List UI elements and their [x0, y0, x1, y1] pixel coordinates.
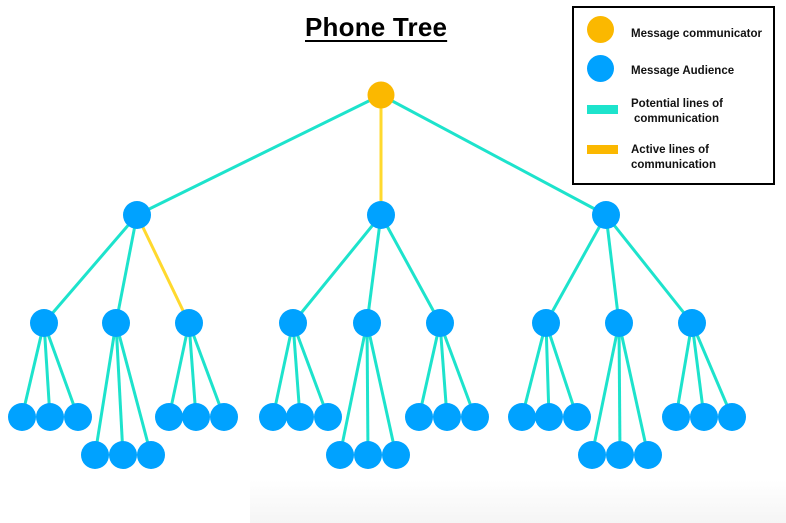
audience-node-level2 — [102, 309, 130, 337]
potential-line — [604, 214, 694, 324]
audience-node-level3 — [8, 403, 36, 431]
audience-node-level2 — [353, 309, 381, 337]
communicator-swatch-icon — [587, 16, 614, 43]
audience-node-level2 — [30, 309, 58, 337]
audience-node-level2 — [426, 309, 454, 337]
potential-line — [291, 214, 383, 324]
audience-node-level3 — [64, 403, 92, 431]
audience-node-level3 — [326, 441, 354, 469]
legend-label: Active lines of communication — [631, 143, 716, 173]
potential-line — [114, 214, 139, 324]
potential-line — [544, 322, 579, 418]
legend-label-line: communication — [631, 159, 716, 171]
audience-node-level3 — [461, 403, 489, 431]
audience-node-level3 — [137, 441, 165, 469]
audience-node-level2 — [279, 309, 307, 337]
audience-node-level2 — [605, 309, 633, 337]
potential-line — [338, 322, 369, 456]
potential-line — [365, 322, 398, 456]
potential-line — [42, 322, 80, 418]
potential-line — [690, 322, 706, 418]
active-line-swatch-icon — [587, 145, 618, 154]
audience-node-level3 — [354, 441, 382, 469]
audience-node-level3 — [382, 441, 410, 469]
potential-line — [379, 214, 442, 324]
audience-node-level3 — [405, 403, 433, 431]
audience-node-level3 — [563, 403, 591, 431]
audience-node-level3 — [286, 403, 314, 431]
audience-node-level3 — [259, 403, 287, 431]
potential-line — [271, 322, 295, 418]
legend-label: Message communicator — [631, 28, 763, 40]
potential-line — [544, 322, 551, 418]
legend-label-line: Active lines of — [631, 144, 709, 156]
potential-line — [674, 322, 694, 418]
potential-line-swatch-icon — [587, 105, 618, 114]
potential-line — [417, 322, 442, 418]
audience-node-level3 — [690, 403, 718, 431]
audience-node-level1 — [592, 201, 620, 229]
audience-node-level2 — [532, 309, 560, 337]
audience-node-level1 — [367, 201, 395, 229]
potential-line — [114, 322, 125, 456]
audience-node-level3 — [578, 441, 606, 469]
audience-node-level3 — [508, 403, 536, 431]
edges-layer — [20, 93, 734, 456]
audience-node-level3 — [314, 403, 342, 431]
legend-label-line: Potential lines of — [631, 98, 724, 110]
potential-line — [291, 322, 330, 418]
audience-swatch-icon — [587, 55, 614, 82]
communicator-node — [367, 81, 395, 109]
potential-line — [187, 322, 198, 418]
audience-node-level3 — [718, 403, 746, 431]
legend-label: Message Audience — [631, 65, 735, 77]
audience-node-level3 — [155, 403, 183, 431]
potential-line — [617, 322, 622, 456]
audience-node-level3 — [109, 441, 137, 469]
potential-line — [380, 93, 607, 217]
potential-line — [291, 322, 302, 418]
audience-node-level3 — [662, 403, 690, 431]
potential-line — [690, 322, 734, 418]
potential-line — [42, 322, 52, 418]
potential-line — [438, 322, 449, 418]
potential-line — [365, 214, 383, 324]
audience-node-level3 — [634, 441, 662, 469]
audience-node-level2 — [678, 309, 706, 337]
potential-line — [42, 214, 139, 324]
audience-node-level2 — [175, 309, 203, 337]
legend: Message communicator Message Audience Po… — [572, 6, 775, 185]
legend-label-line: communication — [634, 113, 719, 125]
nodes-layer — [8, 81, 746, 469]
potential-line — [544, 214, 608, 324]
audience-node-level3 — [182, 403, 210, 431]
legend-label: Potential lines of communication — [631, 97, 723, 127]
potential-line — [604, 214, 621, 324]
potential-line — [365, 322, 370, 456]
audience-node-level1 — [123, 201, 151, 229]
audience-node-level3 — [36, 403, 64, 431]
audience-node-level3 — [433, 403, 461, 431]
audience-node-level3 — [210, 403, 238, 431]
page-title: Phone Tree — [305, 12, 448, 42]
potential-line — [114, 322, 153, 456]
potential-line — [167, 322, 191, 418]
potential-line — [438, 322, 477, 418]
audience-node-level3 — [81, 441, 109, 469]
potential-line — [136, 93, 382, 217]
potential-line — [20, 322, 46, 418]
audience-node-level3 — [606, 441, 634, 469]
audience-node-level3 — [535, 403, 563, 431]
potential-line — [93, 322, 118, 456]
potential-line — [617, 322, 650, 456]
potential-line — [187, 322, 226, 418]
active-line — [135, 214, 191, 324]
potential-line — [590, 322, 621, 456]
potential-line — [520, 322, 548, 418]
